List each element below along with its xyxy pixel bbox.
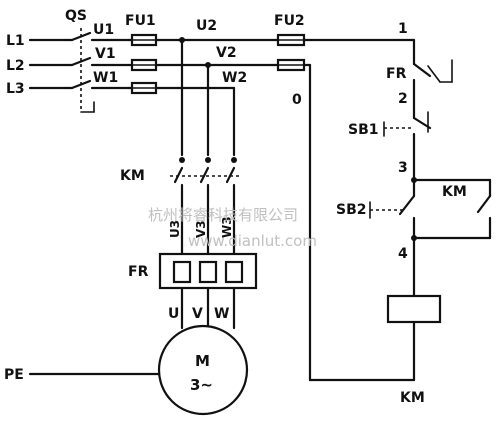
- labels: QS L1 L2 L3 U1 V1 W1 FU1 U2 V2 W2 FU2 1 …: [4, 8, 467, 406]
- label-node-2: 2: [398, 91, 408, 107]
- label-u2: U2: [196, 18, 217, 34]
- watermark: 杭州将睿科技有限公司 www.dianlut.com: [148, 206, 317, 250]
- label-w1: W1: [93, 70, 118, 86]
- label-v: V: [192, 306, 203, 322]
- label-fu2: FU2: [274, 13, 305, 29]
- label-u1: U1: [93, 22, 114, 38]
- fu1-fuses: [130, 33, 158, 95]
- km-coil: [386, 294, 442, 324]
- label-fr-main: FR: [128, 264, 149, 280]
- label-km-main: KM: [120, 168, 145, 184]
- fr-nc-contact: [412, 59, 453, 120]
- watermark-url: www.dianlut.com: [188, 232, 317, 250]
- label-u: U: [168, 306, 179, 322]
- sb2-start-button: [369, 177, 417, 298]
- sb1-stop-button: [383, 111, 432, 182]
- label-l2: L2: [6, 58, 25, 74]
- label-node-1: 1: [398, 21, 408, 37]
- label-w: W: [214, 306, 229, 322]
- label-v3: V3: [194, 220, 208, 238]
- km-aux-contact: [412, 178, 492, 240]
- label-qs: QS: [65, 8, 87, 24]
- label-sb2: SB2: [336, 202, 367, 218]
- control-wiring: [302, 38, 416, 382]
- label-node-3: 3: [398, 160, 408, 176]
- label-motor-m: M: [195, 352, 210, 370]
- bus-after-fu1: [154, 37, 280, 157]
- label-w3: W3: [220, 216, 234, 238]
- qs-isolator: [70, 28, 134, 113]
- label-node-4: 4: [398, 246, 408, 262]
- label-v2: V2: [216, 45, 237, 61]
- watermark-company: 杭州将睿科技有限公司: [148, 206, 298, 224]
- label-km-aux: KM: [442, 184, 467, 200]
- label-u3: U3: [168, 220, 182, 238]
- label-fr-control: FR: [386, 66, 407, 82]
- fu2-fuse: [276, 33, 306, 72]
- label-l3: L3: [6, 81, 25, 97]
- label-v1: V1: [95, 46, 116, 62]
- label-pe: PE: [4, 367, 24, 383]
- motor: [28, 324, 249, 416]
- km-main-contacts: [170, 157, 240, 262]
- label-km-coil: KM: [400, 390, 425, 406]
- supply-lines: [28, 38, 74, 90]
- label-sb1: SB1: [348, 122, 379, 138]
- label-w2: W2: [222, 70, 247, 86]
- label-node-0: 0: [292, 92, 302, 108]
- fr-thermal-relay: [158, 252, 258, 330]
- label-fu1: FU1: [125, 13, 156, 29]
- label-motor-phase: 3~: [190, 376, 213, 394]
- label-l1: L1: [6, 33, 25, 49]
